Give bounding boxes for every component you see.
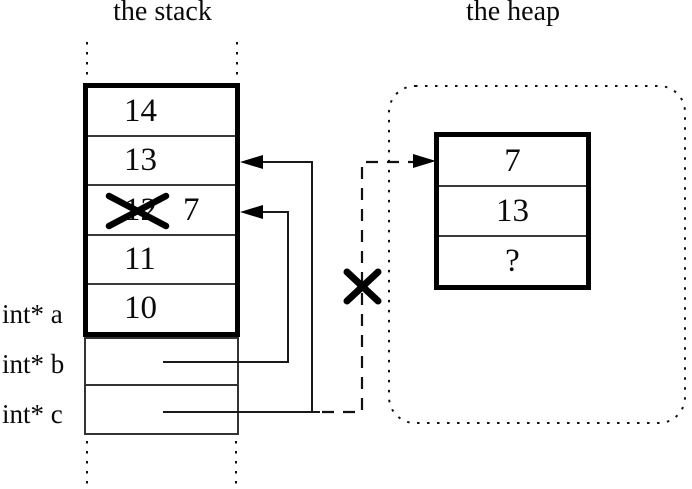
stack-cell-11: 11 [88,233,235,283]
stack-cell-value: 14 [124,93,157,130]
dangling-pointer-dashed-line [322,160,424,414]
stack-cell-value: 10 [124,289,157,326]
pointer-variable-cells [84,337,239,435]
stack-cell-value: 13 [124,142,157,179]
dangling-pointer [322,154,436,414]
stack-title: the stack [113,0,212,27]
stack-cell-overwritten: 12 7 [88,184,235,233]
stack-cell-value: 11 [124,240,156,277]
heap-cell-1: 13 [439,185,586,235]
broken-pointer-x-icon [343,268,382,305]
var-label-c: int* c [2,399,63,429]
arrow-left-icon [240,155,263,169]
stack-cell-old-value: 12 [124,191,157,228]
arrow-left-icon [240,205,263,219]
stack-cell-13: 13 [88,135,235,184]
heap-cell-0: 7 [439,137,586,185]
var-c-cell [86,386,237,433]
arrow-right-icon [413,154,436,168]
heap-cell-value: 7 [504,142,521,179]
stack-cell-14: 14 [88,88,235,135]
heap-cell-value: ? [505,242,520,279]
var-label-a: int* a [2,299,63,329]
stack-cell-10: 10 [88,282,235,332]
heap-block-box: 7 13 ? [434,132,591,290]
stack-frame-box: 14 13 12 7 11 10 [83,83,240,337]
heap-cell-value: 13 [496,192,529,229]
heap-cell-2: ? [439,235,586,285]
var-b-cell [86,339,237,386]
var-label-b: int* b [2,349,65,379]
stack-cell-value: 7 [183,191,200,228]
heap-title: the heap [465,0,561,27]
